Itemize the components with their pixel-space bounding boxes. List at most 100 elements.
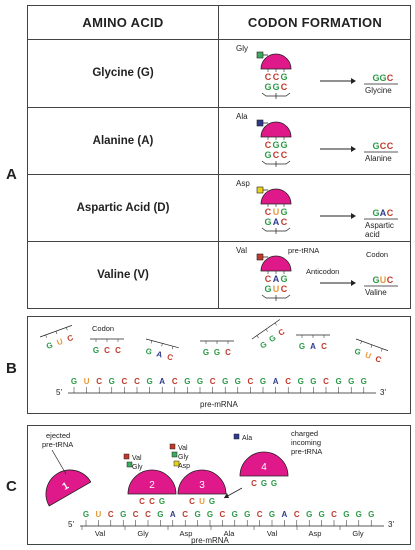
mrna-base: C xyxy=(331,510,337,519)
five-prime-label: 5' xyxy=(68,520,74,529)
arrow-head xyxy=(351,78,356,84)
anticodon-letter: C xyxy=(265,274,272,284)
tag-square-asp xyxy=(173,460,180,467)
codon-amino-acid-label: Val xyxy=(267,529,278,538)
amino-acid-tag-square xyxy=(256,51,264,59)
fragment-letter: C xyxy=(66,333,75,344)
amino-acid-glycine: Glycine (G) xyxy=(92,67,154,79)
codon-letter: G xyxy=(264,82,271,92)
tag-label: Asp xyxy=(178,463,190,470)
amino-acid-tag-label: Val xyxy=(236,246,247,255)
amino-acid-name: Aspartic xyxy=(365,221,394,230)
anticodon-letter: A xyxy=(273,274,280,284)
mrna-base: G xyxy=(194,510,200,519)
trna-dome xyxy=(177,469,227,495)
header-codon-formation: CODON FORMATION xyxy=(247,15,383,30)
panel-label-b: B xyxy=(6,360,17,377)
mrna-base: C xyxy=(122,377,128,386)
mrna-base: A xyxy=(159,377,165,386)
mrna-base: U xyxy=(96,510,102,519)
anticodon-letter: C xyxy=(273,72,280,82)
trna-number: 3 xyxy=(199,480,205,491)
fragment-tick xyxy=(161,343,163,347)
result-codon-letter: G xyxy=(372,141,379,151)
fragment-letter: U xyxy=(364,350,373,361)
mrna-base: G xyxy=(368,510,374,519)
fragment-letter: G xyxy=(267,333,277,344)
fragment-letter: G xyxy=(145,347,153,357)
codon-amino-acid-label: Gly xyxy=(137,529,149,538)
codon-letter: C xyxy=(273,150,280,160)
five-prime-label: 5' xyxy=(56,388,62,397)
amino-acid-valine: Valine (V) xyxy=(97,269,149,281)
mrna-base: G xyxy=(157,510,163,519)
amino-acid-tag-square xyxy=(256,253,264,261)
anticodon-letter: C xyxy=(139,497,145,506)
amino-acid-tag-square xyxy=(256,186,264,194)
tag-label: Val xyxy=(132,455,142,462)
trna-dome xyxy=(239,451,289,477)
row-divider xyxy=(28,174,410,175)
panel-label-a: A xyxy=(6,166,17,183)
trna-dome xyxy=(260,255,292,272)
tag-label: Gly xyxy=(178,454,189,461)
mrna-base: G xyxy=(343,510,349,519)
amino-acid-alanine: Alanine (A) xyxy=(92,134,154,147)
mrna-base: G xyxy=(244,510,250,519)
codon-amino-acid-label: Ala xyxy=(224,529,236,538)
mrna-base: C xyxy=(285,377,291,386)
anticodon-letter: G xyxy=(280,274,287,284)
fragment-letter: C xyxy=(225,348,231,357)
mrna-base: A xyxy=(170,510,176,519)
mrna-base: C xyxy=(182,510,188,519)
incoming-arrow-head xyxy=(224,493,229,498)
mrna-base: G xyxy=(356,510,362,519)
fragment-tick xyxy=(45,334,47,338)
anticodon-letter: U xyxy=(273,207,280,217)
mrna-base: G xyxy=(361,377,367,386)
fragment-letter: G xyxy=(258,340,268,351)
fragment-letter: C xyxy=(166,352,174,362)
fragment-letter: G xyxy=(353,347,362,358)
amino-acid-name: Valine xyxy=(365,288,387,297)
result-codon-letter: G xyxy=(372,275,379,285)
fragment-letter: G xyxy=(93,346,99,355)
charged-label: charged xyxy=(291,429,318,438)
codon-letter: C xyxy=(281,284,288,294)
row-divider xyxy=(28,241,410,242)
tag-label: Val xyxy=(178,445,188,452)
ejected-label: ejected xyxy=(46,431,70,440)
three-prime-label: 3' xyxy=(388,520,394,529)
result-codon-letter: U xyxy=(380,275,387,285)
anticodon-letter: C xyxy=(265,207,272,217)
anticodon-letter: G xyxy=(261,479,267,488)
mrna-base: C xyxy=(248,377,254,386)
arrow-head xyxy=(351,280,356,286)
mrna-base: G xyxy=(310,377,316,386)
strand-label: pre-mRNA xyxy=(191,536,229,544)
mrna-base: G xyxy=(335,377,341,386)
ejected-pointer xyxy=(51,449,67,475)
anticodon-letter: C xyxy=(265,140,272,150)
fragment-tick xyxy=(55,331,58,335)
mrna-base: G xyxy=(207,510,213,519)
mrna-base: G xyxy=(83,510,89,519)
incoming-label-line2: pre-tRNA xyxy=(291,447,322,456)
amino-acid-tag-label: Ala xyxy=(236,112,248,121)
incoming-label: incoming xyxy=(291,438,321,447)
fragment-tick xyxy=(265,329,268,332)
anticodon-letter: G xyxy=(272,140,279,150)
result-codon-letter: C xyxy=(387,141,394,151)
codon-letter: C xyxy=(281,82,288,92)
mrna-base: G xyxy=(269,510,275,519)
tag-square-gly xyxy=(171,451,178,458)
header-amino-acid: AMINO ACID xyxy=(82,15,164,30)
amino-acid-name: Alanine xyxy=(365,154,392,163)
codon-table: AMINO ACID CODON FORMATION Glycine (G) A… xyxy=(27,5,411,309)
anticodon-letter: G xyxy=(280,207,287,217)
